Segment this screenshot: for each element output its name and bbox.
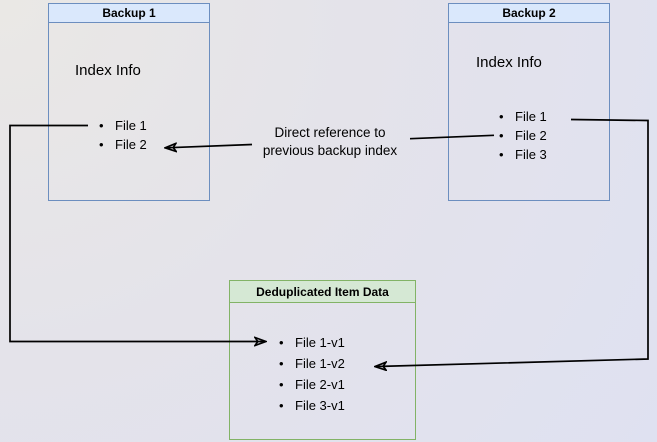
annotation-line-2: previous backup index <box>262 143 398 158</box>
backup-1-file-list: File 1 File 2 <box>99 116 147 154</box>
list-item: File 1-v2 <box>279 353 345 374</box>
direct-reference-annotation: Direct reference to previous backup inde… <box>230 124 430 160</box>
backup-2-file-list: File 1 File 2 File 3 <box>499 107 547 164</box>
list-item: File 3 <box>499 145 547 164</box>
dedup-file-list: File 1-v1 File 1-v2 File 2-v1 File 3-v1 <box>279 332 345 416</box>
list-item: File 1-v1 <box>279 332 345 353</box>
backup-2-box: Backup 2 <box>448 3 610 201</box>
backup-1-box: Backup 1 <box>48 3 210 201</box>
list-item: File 2-v1 <box>279 374 345 395</box>
backup-2-index-info-label: Index Info <box>476 54 542 71</box>
annotation-line-1: Direct reference to <box>274 125 386 140</box>
list-item: File 2 <box>499 126 547 145</box>
backup-2-title: Backup 2 <box>449 4 609 23</box>
list-item: File 1 <box>499 107 547 126</box>
deduplicated-item-data-title: Deduplicated Item Data <box>230 281 415 303</box>
backup-1-index-info-label: Index Info <box>75 62 141 79</box>
list-item: File 2 <box>99 135 147 154</box>
backup-1-title: Backup 1 <box>49 4 209 23</box>
list-item: File 1 <box>99 116 147 135</box>
deduplicated-item-data-box: Deduplicated Item Data <box>229 280 416 440</box>
list-item: File 3-v1 <box>279 395 345 416</box>
